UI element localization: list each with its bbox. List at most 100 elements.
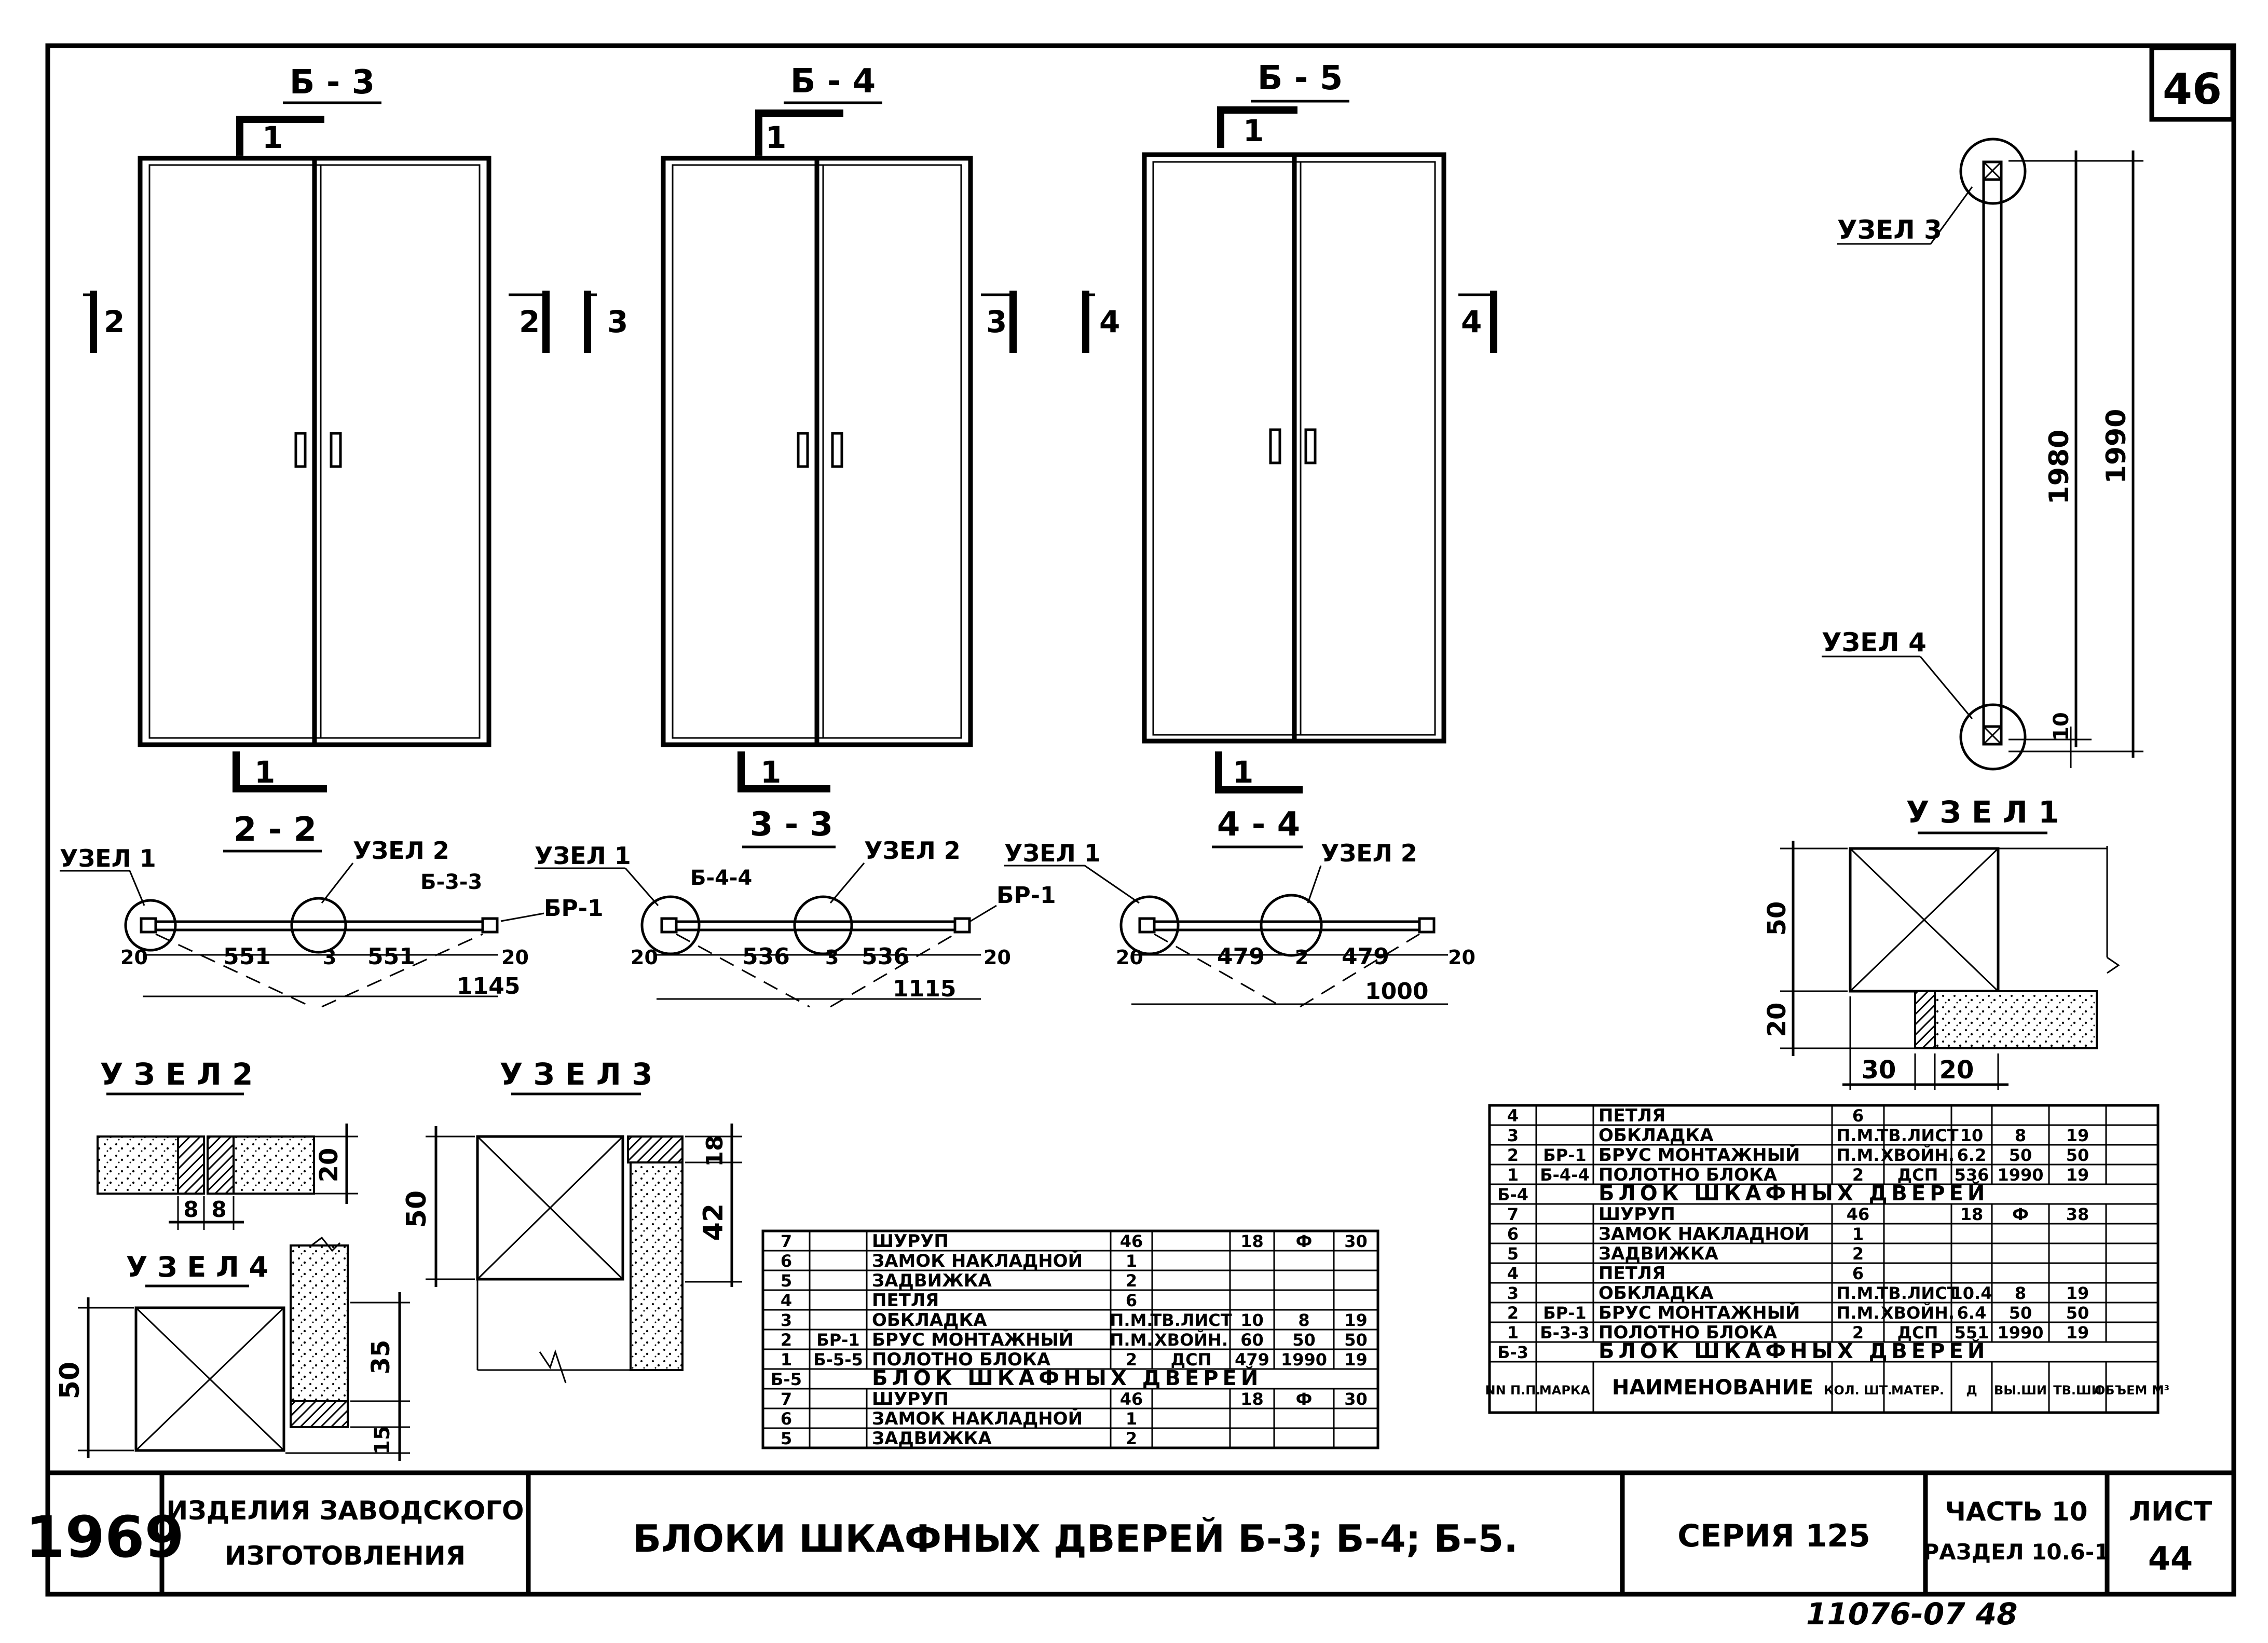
table-cell: 1 [1126, 1409, 1137, 1429]
table-frame [761, 1229, 1379, 1449]
sheet-number: 44 [2148, 1540, 2193, 1578]
table-cell: 3 [781, 1310, 792, 1330]
detail-dim: 42 [698, 1203, 729, 1241]
cut-label-right: 2 [519, 304, 540, 339]
table-cell: Ф [1296, 1231, 1313, 1251]
table-cell: 50 [2066, 1145, 2089, 1165]
table-cell: 3 [1507, 1283, 1519, 1303]
cut-label-bottom: 1 [760, 755, 781, 790]
table-cell: 2 [1507, 1145, 1519, 1165]
table-cell: 10.4 [1951, 1283, 1992, 1303]
table-cell: 1 [781, 1350, 792, 1370]
elevation-title: Б - 4 [790, 62, 876, 101]
sheet-label: ЛИСТ [2129, 1496, 2212, 1527]
table-cell: 2 [1126, 1271, 1137, 1291]
section-node2-label: УЗЕЛ 2 [353, 837, 449, 865]
title-block: 1969 ИЗДЕЛИЯ ЗАВОДСКОГО ИЗГОТОВЛЕНИЯ БЛО… [25, 1470, 2234, 1594]
table-cell: ОБКЛАДКА [1598, 1283, 1714, 1304]
dim: 551 [223, 943, 271, 970]
table-cell: 38 [2066, 1204, 2089, 1224]
table-cell: 2 [1126, 1350, 1137, 1370]
table-cell: 2 [1852, 1244, 1864, 1264]
sheet-number-box [2149, 45, 2235, 122]
table-header-cell: НАИМЕНОВАНИЕ [1612, 1376, 1813, 1400]
detail-dim: 15 [371, 1426, 394, 1455]
year: 1969 [25, 1504, 184, 1570]
table-cell: 50 [2009, 1303, 2032, 1323]
sheet-number-corner: 46 [2163, 65, 2222, 114]
table-cell: 50 [2066, 1303, 2089, 1323]
table-cell: ОБКЛАДКА [872, 1310, 987, 1331]
table-header-cell: ВЫ.ШИ [1994, 1383, 2047, 1398]
detail-dim: 8 [183, 1197, 198, 1222]
table-cell: 4 [1507, 1264, 1519, 1283]
table-cell: 6 [1852, 1264, 1864, 1283]
table-cell: 7 [781, 1231, 792, 1251]
side-dim-small: 10 [2050, 712, 2073, 741]
table-cell: ШУРУП [1598, 1204, 1675, 1225]
detail-dim: 50 [54, 1362, 86, 1399]
section-4-4: 4 - 4 УЗЕЛ 1 УЗЕЛ 2 20 479 2 479 20 1000 [1004, 805, 1475, 1008]
detail-node-4: У З Е Л 4 50 35 15 [54, 1236, 410, 1461]
dim: 20 [983, 946, 1011, 969]
table-cell: 1 [1126, 1251, 1137, 1271]
section-node1-label: УЗЕЛ 1 [60, 844, 156, 872]
table-cell: 5 [1507, 1244, 1519, 1264]
section-bar-label: БР-1 [996, 882, 1056, 909]
archive-stamp: 11076-07 48 [1806, 1596, 2017, 1632]
table-header-cell: ТВ.ШИ [2053, 1383, 2102, 1398]
detail-dim: 20 [1939, 1056, 1974, 1085]
table-cell: 1 [1507, 1323, 1519, 1343]
part-line2: РАЗДЕЛ 10.6-1 [1923, 1539, 2109, 1565]
dim: 20 [1116, 946, 1143, 969]
table-cell: 6.4 [1957, 1303, 1987, 1323]
elevation-b3: Б - 3 1 1 2 2 [83, 63, 550, 792]
table-cell: ЗАДВИЖКА [872, 1270, 992, 1291]
table-cell: 18 [1240, 1231, 1264, 1251]
table-header-cell: КОЛ. ШТ. [1824, 1383, 1893, 1398]
table-cell: 6 [1507, 1224, 1519, 1244]
organization-line1: ИЗДЕЛИЯ ЗАВОДСКОГО [166, 1496, 524, 1526]
table-cell: ОБКЛАДКА [1598, 1125, 1714, 1146]
detail-dim: 35 [366, 1340, 395, 1375]
table-cell: ПОЛОТНО БЛОКА [1598, 1165, 1778, 1185]
elevation-b5: Б - 5 1 1 4 4 [1082, 59, 1497, 793]
elevation-title: Б - 5 [1258, 59, 1343, 98]
table-cell: 5 [781, 1271, 792, 1291]
cut-label-left: 4 [1099, 304, 1120, 339]
table-cell: Б-3-3 [1540, 1323, 1589, 1343]
detail-dim: 20 [1763, 1003, 1792, 1037]
dim: 20 [1448, 946, 1475, 969]
table-cell: 10 [1960, 1126, 1984, 1145]
table-cell: ХВОЙН. [1881, 1145, 1955, 1165]
table-cell: 7 [1507, 1204, 1519, 1224]
section-node1-label: УЗЕЛ 1 [535, 842, 631, 870]
table-cell: 19 [2066, 1165, 2089, 1185]
dim: 479 [1217, 943, 1265, 970]
sheet-border [45, 43, 2236, 1597]
table-cell: БР-1 [1543, 1145, 1586, 1165]
dim: 2 [1295, 946, 1308, 969]
table-cell: ХВОЙН. [1154, 1330, 1228, 1350]
side-dim-inner: 1980 [2044, 430, 2075, 505]
table-cell: 50 [1344, 1330, 1368, 1350]
table-cell: ТВ.ЛИСТ [1877, 1283, 1958, 1303]
organization-line2: ИЗГОТОВЛЕНИЯ [225, 1541, 466, 1571]
table-cell: ДСП [1171, 1350, 1212, 1370]
table-cell: 18 [1960, 1204, 1984, 1224]
table-cell: 30 [1344, 1231, 1368, 1251]
table-header-cell: ОБЪЕМ М³ [2095, 1383, 2169, 1398]
table-cell: 8 [2015, 1126, 2026, 1145]
cut-label-right: 3 [986, 304, 1007, 339]
table-cell: П.М. [1110, 1330, 1153, 1350]
